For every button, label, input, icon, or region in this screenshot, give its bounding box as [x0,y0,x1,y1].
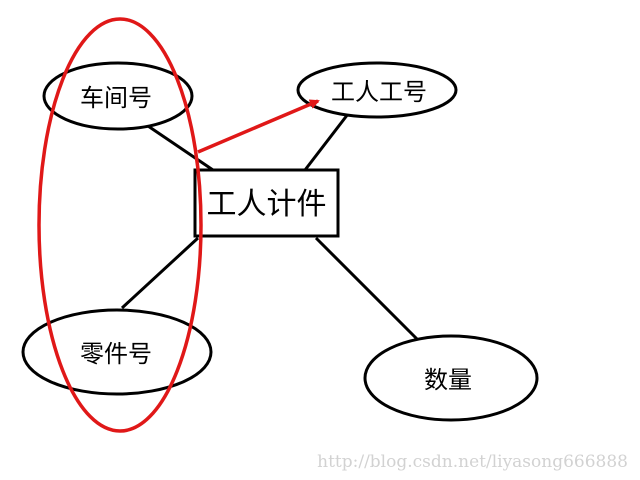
connector-worker-no [303,113,350,171]
connector-workshop-no [147,124,214,172]
entity-box [193,168,340,238]
connector-part-no [120,236,200,310]
attribute-worker-no [296,61,458,119]
connector-quantity [314,236,420,342]
watermark: http://blog.csdn.net/liyasong666888 [317,452,628,472]
attribute-part-no [21,308,213,396]
entity-label: 工人计件 [207,187,327,222]
attribute-workshop-no-label: 车间号 [80,84,152,112]
attribute-worker-no-label: 工人工号 [331,78,427,106]
attribute-quantity-label: 数量 [424,366,472,394]
red-arrow [197,99,320,154]
attribute-workshop-no [42,61,194,131]
attribute-quantity [363,334,539,422]
highlight-ellipse [37,17,203,433]
attribute-part-no-label: 零件号 [80,340,152,368]
